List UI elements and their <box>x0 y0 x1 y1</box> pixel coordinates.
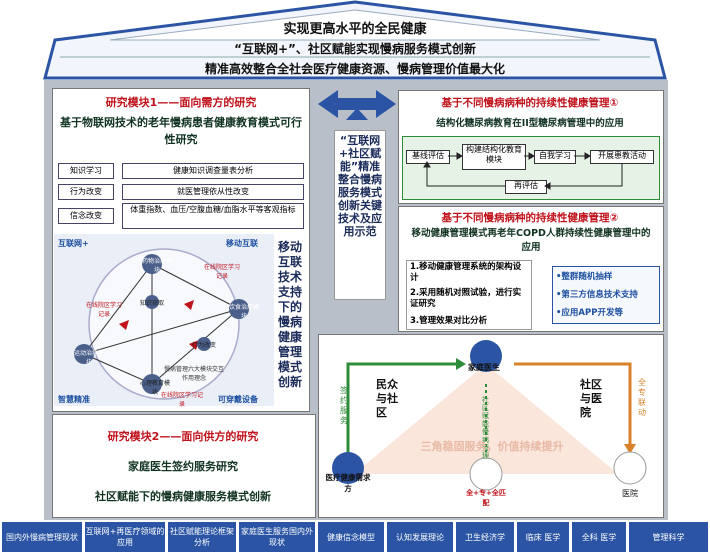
node-exercise: 运动治疗模块 <box>74 350 105 366</box>
flow-reassess: 再评估 <box>505 180 547 194</box>
module1-subtitle: 基于物联网技术的老年慢病患者健康教育模式可行性研究 <box>60 116 302 146</box>
tri-top-label: 家庭医生 <box>468 363 500 372</box>
arc-label-1: 在线院区学习记录 <box>85 302 122 318</box>
node-psych: 心理教育模块 <box>140 380 171 396</box>
module2-line2: 社区赋能下的慢病健康服务模式创新 <box>95 490 271 503</box>
arc-label-3: 在线院区学习记录 <box>160 392 203 408</box>
pillar-3: 社区赋能理论框架分析 <box>168 522 236 552</box>
center-arrow-text: “互联网+社区赋能”精准整合慢病服务模式创新关键技术及应用示范 <box>338 134 382 238</box>
row-right-1: 健康知识调查量表分析 <box>122 163 304 179</box>
pillar-2: 互联网+再医疗领域的应用 <box>85 522 165 552</box>
tri-right-arrow-label: 全专联动 <box>638 378 646 417</box>
node-behavior: 行为改变 <box>192 342 217 349</box>
node-diet: 饮食治疗模块 <box>229 304 260 320</box>
module1-diagram-graphic <box>74 248 249 400</box>
pillar-7: 卫生经济学 <box>456 522 514 552</box>
flow-self-learn: 自我学习 <box>534 150 576 164</box>
right2-title: 基于不同慢病病种的持续性健康管理② <box>441 212 619 224</box>
module2-line1: 家庭医生签约服务研究 <box>128 460 238 473</box>
tri-bottom-label: 全+专+全匹配 <box>466 489 506 507</box>
tri-left-label: 医疗健康需求方 <box>325 473 371 493</box>
arc-label-2: 在线院区学习记录 <box>203 264 240 280</box>
roof-subtitle: “互联网+”、社区赋能实现慢病服务模式创新 <box>234 42 476 56</box>
corner-wearable: 可穿戴设备 <box>218 395 258 404</box>
pillar-9: 全科 医学 <box>572 522 626 552</box>
right1-title: 基于不同慢病病种的持续性健康管理① <box>441 97 619 109</box>
right1-flow-arrows <box>423 152 623 190</box>
module2-title: 研究模块2——面向供方的研究 <box>107 430 259 443</box>
row-left-1: 知识学习 <box>58 163 114 179</box>
pillar-10: 管理科学 <box>629 522 708 552</box>
corner-smart: 智慧精准 <box>58 395 90 404</box>
row-right-2: 就医管理依从性改变 <box>122 184 304 200</box>
tri-right-side: 社区与医院 <box>580 378 602 419</box>
pillar-4: 家庭医生服务国内外现状 <box>239 522 315 552</box>
tri-center-vertical: 社区赋能慢病管理 <box>482 396 489 460</box>
corner-mobile: 移动互联 <box>226 239 258 248</box>
center-arrow-graphic <box>318 90 396 120</box>
right2-subtitle: 移动健康管理模式再老年COPD人群持续性健康管理中的应用 <box>411 228 651 253</box>
node-knowledge: 知识获取 <box>140 300 165 307</box>
pillar-8: 临床 医学 <box>517 522 569 552</box>
module1-table: 知识学习 健康知识调查量表分析 行为改变 就医管理依从性改变 信念改变 体重指数… <box>56 160 312 230</box>
roof-goal: 精准高效整合全社会医疗健康资源、慢病管理价值最大化 <box>204 62 505 76</box>
row-left-2: 行为改变 <box>58 184 114 200</box>
row-right-3: 体重指数、血压/空腹血糖/血脂水平等客观指标 <box>122 203 304 229</box>
right2-list-2: 2.采用随机对照试验，进行实证研究 <box>410 288 522 309</box>
row-left-3: 信念改变 <box>58 208 114 224</box>
module2-panel <box>52 414 316 518</box>
corner-internet: 互联网+ <box>58 239 89 248</box>
module1-title: 研究模块1——面向需方的研究 <box>105 96 257 109</box>
right2-list-3: 3.管理效果对比分析 <box>410 316 488 326</box>
center-caption: 慢病管理六大模块交互作用理念 <box>163 366 224 382</box>
module1-side-text: 移动互联技术支持下的慢病健康管理模式创新 <box>278 240 303 389</box>
flow-build: 构建结构化教育模块 <box>462 144 526 170</box>
pillar-5: 健康信念模型 <box>318 522 384 552</box>
tri-left-side: 民众与社区 <box>376 378 398 419</box>
tri-right-label: 医院 <box>622 489 638 498</box>
triangle-graphic <box>332 340 647 491</box>
roof <box>43 0 667 80</box>
pillar-6: 认知发展理论 <box>387 522 453 552</box>
right2-bullet-1: •整群随机抽样 <box>556 272 613 282</box>
roof-title: 实现更高水平的全民健康 <box>283 22 427 37</box>
center-arrow-panel <box>334 130 386 300</box>
right1-subtitle: 结构化糖尿病教育在II型糖尿病管理中的应用 <box>436 118 624 129</box>
right2-list-1: 1.移动健康管理系统的架构设计 <box>410 262 522 283</box>
right2-list-box <box>406 260 532 330</box>
right2-bullet-3: •应用APP开发等 <box>556 308 623 318</box>
tri-watermark: 三角稳固服务，价值持续提升 <box>420 440 564 453</box>
pillar-1: 国内外慢病管理现状 <box>2 522 82 552</box>
node-medicine: 药物治疗模块 <box>142 258 173 274</box>
right2-bullet-2: •第三方信息技术支持 <box>556 290 638 300</box>
tri-left-arrow-label: 签约服务 <box>340 386 348 425</box>
right2-bullet-box <box>552 266 660 324</box>
